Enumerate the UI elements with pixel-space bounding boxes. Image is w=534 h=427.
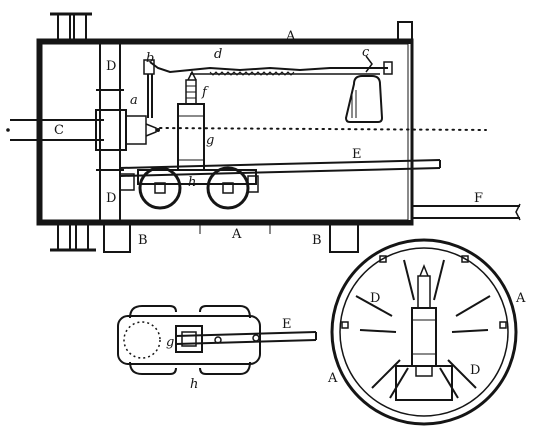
label-B-left: B bbox=[138, 233, 148, 248]
wheel-label-D-lower: D bbox=[470, 363, 480, 378]
main-elevation: A A B B C D D E F a b c d f g h bbox=[6, 12, 521, 253]
label-D-upper: D bbox=[106, 59, 116, 74]
bearing-block-right bbox=[329, 223, 359, 253]
detail-label-h: h bbox=[190, 377, 198, 392]
label-B-right: B bbox=[312, 233, 322, 248]
bearing-block-left bbox=[103, 223, 131, 253]
wheel-end-view: A A D D bbox=[327, 238, 526, 426]
vertical-column-d bbox=[96, 44, 135, 220]
hanging-weight bbox=[344, 55, 384, 123]
lever-arm-d bbox=[149, 61, 393, 76]
bottom-flange-stubs bbox=[50, 224, 96, 252]
wheel-label-D-upper: D bbox=[370, 291, 380, 306]
detail-label-g: g bbox=[166, 335, 174, 350]
label-A-top: A bbox=[285, 29, 296, 44]
label-g: g bbox=[206, 133, 214, 148]
link-rod-a-b bbox=[143, 59, 155, 118]
carriage-h bbox=[137, 166, 259, 210]
label-E: E bbox=[352, 147, 362, 162]
rail-e bbox=[119, 159, 441, 177]
label-c: c bbox=[362, 45, 370, 60]
wheel-label-A-left: A bbox=[327, 371, 338, 386]
center-line bbox=[159, 127, 487, 131]
top-flange-stubs bbox=[50, 12, 92, 40]
cylinder-casing bbox=[36, 38, 414, 226]
valve-post-f bbox=[177, 70, 205, 171]
top-right-cap bbox=[397, 21, 413, 40]
wheel-label-A-right: A bbox=[515, 291, 526, 306]
pipe-f bbox=[412, 203, 521, 221]
label-b: b bbox=[146, 51, 154, 66]
carriage-detail: E g h bbox=[117, 305, 317, 392]
label-f: f bbox=[201, 85, 209, 100]
label-d: d bbox=[214, 47, 222, 62]
label-h: h bbox=[188, 175, 196, 190]
label-D-lower: D bbox=[106, 191, 116, 206]
label-C: C bbox=[54, 123, 64, 138]
label-A-bottom: A bbox=[231, 227, 242, 242]
shaft-c bbox=[6, 109, 160, 151]
detail-label-E: E bbox=[282, 317, 292, 332]
label-F: F bbox=[474, 191, 483, 206]
label-a: a bbox=[130, 93, 138, 108]
